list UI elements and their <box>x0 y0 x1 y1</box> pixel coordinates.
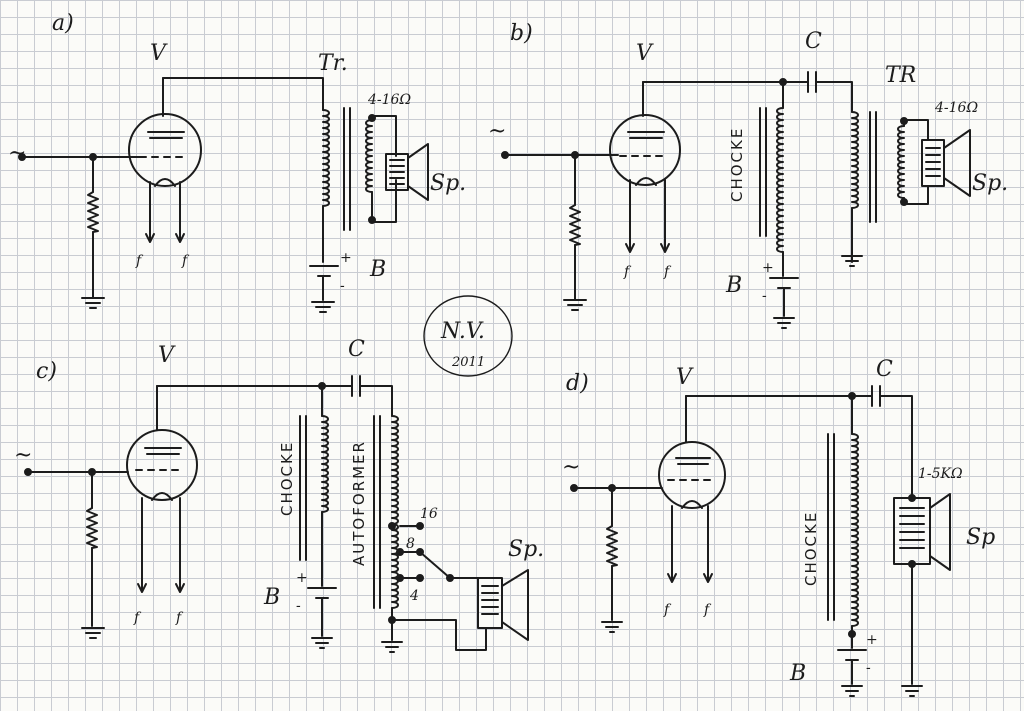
battery-label: B <box>369 257 386 282</box>
speaker-label: Sp <box>966 525 995 550</box>
filament-label-2: f <box>175 610 184 626</box>
filament-label-2: f <box>663 264 672 280</box>
choke-label: CHOCKE <box>802 511 820 586</box>
valve-label: V <box>158 343 176 368</box>
minus-sign: - <box>296 598 301 614</box>
choke-label: CHOCKE <box>728 127 746 202</box>
capacitor-label: C <box>348 337 365 362</box>
valve-label: V <box>150 41 168 66</box>
minus-sign: - <box>340 278 345 294</box>
minus-sign: - <box>762 288 767 304</box>
panel-a-label: a) <box>52 11 74 36</box>
battery-label: B <box>263 585 280 610</box>
input-symbol: ~ <box>488 119 506 144</box>
capacitor-label: C <box>805 29 822 54</box>
plus-sign: + <box>762 260 774 276</box>
speaker-label: Sp. <box>508 537 544 562</box>
filament-label-2: f <box>181 253 190 269</box>
choke-label: CHOCKE <box>278 441 296 516</box>
impedance-label: 4-16Ω <box>934 100 978 116</box>
signature-initials: N.V. <box>440 319 485 344</box>
panel-c-label: c) <box>36 359 57 384</box>
transformer-label: Tr. <box>318 51 348 76</box>
valve-label: V <box>636 41 654 66</box>
capacitor-label: C <box>876 357 893 382</box>
signature-year: 2011 <box>451 355 485 370</box>
filament-label-1: f <box>663 602 672 618</box>
panel-d-label: d) <box>566 371 589 396</box>
input-symbol: ~ <box>562 455 580 480</box>
impedance-label: 1-5KΩ <box>918 466 963 482</box>
panel-a: a) V ~ <box>8 11 466 313</box>
battery-label: B <box>725 273 742 298</box>
plus-sign: + <box>866 632 878 648</box>
panel-d: d) V C ~ <box>562 357 995 697</box>
signature-stamp: N.V. 2011 <box>423 295 513 377</box>
transformer-label: TR <box>885 63 916 88</box>
input-symbol: ~ <box>14 443 32 468</box>
filament-label-2: f <box>703 602 712 618</box>
plus-sign: + <box>296 570 308 586</box>
tap-8-label: 8 <box>406 536 415 552</box>
autoformer-label: AUTOFORMER <box>350 440 368 566</box>
filament-label-1: f <box>135 253 144 269</box>
panel-c: c) V C ~ <box>14 337 544 653</box>
tap-4-label: 4 <box>409 588 419 604</box>
filament-label-1: f <box>623 264 632 280</box>
speaker-label: Sp. <box>972 171 1008 196</box>
minus-sign: - <box>866 660 871 676</box>
plus-sign: + <box>340 250 352 266</box>
filament-label-1: f <box>133 610 142 626</box>
tap-16-label: 16 <box>420 506 438 522</box>
battery-label: B <box>789 661 806 686</box>
panel-b: b) V C TR 4-16Ω ~ <box>488 21 1008 329</box>
impedance-label: 4-16Ω <box>367 92 411 108</box>
panel-b-label: b) <box>510 21 533 46</box>
valve-label: V <box>676 365 694 390</box>
speaker-label: Sp. <box>430 171 466 196</box>
